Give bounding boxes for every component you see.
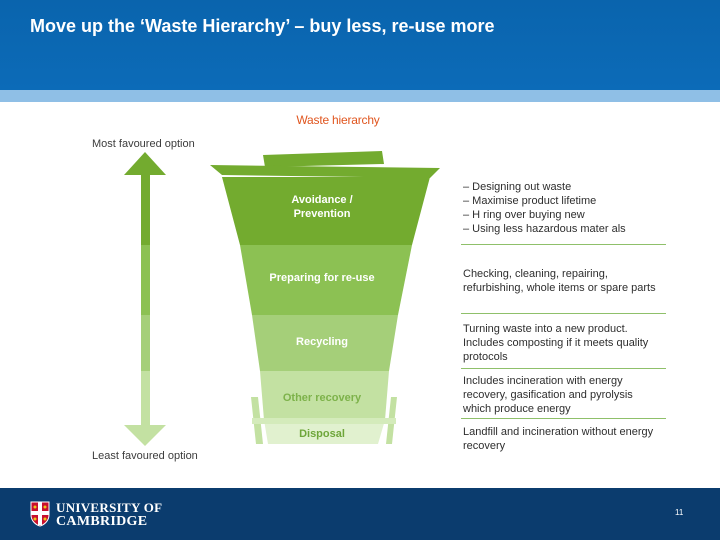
description-line: recovery, gasification and pyrolysis bbox=[463, 388, 678, 402]
description-line: refurbishing, whole items or spare parts bbox=[463, 281, 678, 295]
description-avoidance: – Designing out waste – Maximise product… bbox=[463, 180, 678, 236]
bin-lid bbox=[263, 151, 384, 167]
level-label-disposal: Disposal bbox=[299, 428, 345, 440]
level-label-recycling: Recycling bbox=[296, 336, 348, 348]
description-preparing-reuse: Checking, cleaning, repairing, refurbish… bbox=[463, 267, 678, 295]
description-line: protocols bbox=[463, 350, 678, 364]
page-number: 11 bbox=[675, 508, 683, 517]
arrow-head-down bbox=[124, 425, 166, 446]
level-label-preparing-reuse: Preparing for re-use bbox=[269, 272, 374, 284]
description-other-recovery: Includes incineration with energy recove… bbox=[463, 374, 678, 416]
level-label-avoidance-2: Prevention bbox=[294, 208, 351, 220]
description-line: which produce energy bbox=[463, 402, 678, 416]
separator-4 bbox=[461, 418, 666, 419]
arrow-segment-2 bbox=[141, 245, 150, 315]
description-line: Checking, cleaning, repairing, bbox=[463, 267, 678, 281]
university-name-line2: CAMBRIDGE bbox=[56, 514, 147, 530]
description-disposal: Landfill and incineration without energy… bbox=[463, 425, 678, 453]
separator-3 bbox=[461, 368, 666, 369]
separator-2 bbox=[461, 313, 666, 314]
description-line: – H ring over buying new bbox=[463, 208, 678, 222]
description-line: – Designing out waste bbox=[463, 180, 678, 194]
bin-bar bbox=[252, 418, 396, 424]
description-line: Includes incineration with energy bbox=[463, 374, 678, 388]
cambridge-crest-icon bbox=[30, 501, 50, 527]
arrow-segment-1 bbox=[141, 175, 150, 245]
separator-1 bbox=[461, 244, 666, 245]
level-label-avoidance-1: Avoidance / bbox=[291, 194, 352, 206]
level-label-other-recovery: Other recovery bbox=[283, 392, 362, 404]
slide-footer: UNIVERSITY OF CAMBRIDGE 11 bbox=[0, 488, 720, 540]
description-line: Turning waste into a new product. bbox=[463, 322, 678, 336]
bin-rim bbox=[210, 165, 440, 178]
description-line: Includes composting if it meets quality bbox=[463, 336, 678, 350]
description-recycling: Turning waste into a new product. Includ… bbox=[463, 322, 678, 364]
description-line: – Maximise product lifetime bbox=[463, 194, 678, 208]
arrow-head-up bbox=[124, 152, 166, 175]
arrow-segment-4 bbox=[141, 371, 150, 425]
description-line: recovery bbox=[463, 439, 678, 453]
description-line: Landfill and incineration without energy bbox=[463, 425, 678, 439]
arrow-segment-3 bbox=[141, 315, 150, 371]
description-line: – Using less hazardous mater als bbox=[463, 222, 678, 236]
